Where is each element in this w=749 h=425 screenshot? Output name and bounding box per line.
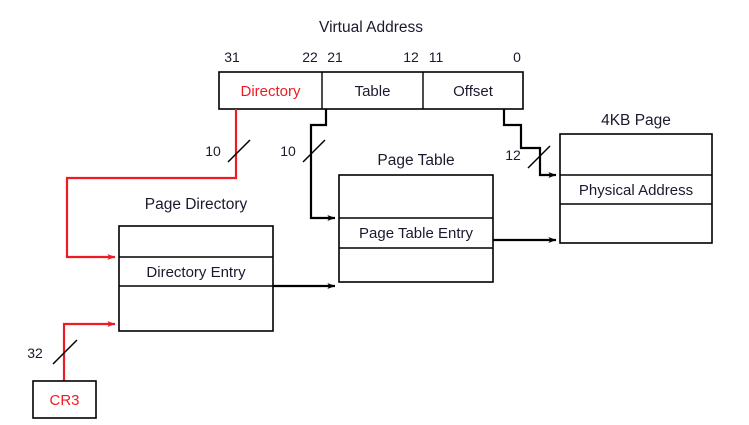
va-field-directory-label: Directory [240, 83, 301, 100]
virtual-address-outline [218, 71, 524, 110]
page-frame-box: Physical Address [559, 133, 713, 244]
bit-label-11: 11 [429, 49, 444, 65]
page-table-outline [338, 174, 494, 283]
bus-width-label-directory: 10 [205, 143, 221, 159]
bit-label-22: 22 [302, 49, 318, 65]
bus-width-label-cr3: 32 [27, 345, 43, 361]
page-table-entry-label: Page Table Entry [359, 225, 473, 242]
va-field-table-label: Table [355, 83, 391, 100]
cr3-register-box: CR3 [32, 380, 97, 419]
page-directory-outline [118, 225, 274, 332]
virtual-address-box: Directory Table Offset [218, 71, 524, 110]
page-directory-box: Directory Entry [118, 225, 274, 332]
bus-width-label-table: 10 [280, 143, 296, 159]
cr3-outline [32, 380, 97, 419]
page-frame-outline [559, 133, 713, 244]
va-field-offset-label: Offset [453, 83, 494, 100]
page-frame-title: 4KB Page [601, 112, 671, 129]
virtual-address-title: Virtual Address [319, 19, 423, 36]
wire-offset-to-page-frame [502, 109, 557, 178]
wire-cr3-to-page-directory [62, 321, 116, 381]
bus-width-tick-table [302, 139, 326, 163]
page-directory-title: Page Directory [145, 196, 248, 213]
bit-label-0: 0 [513, 49, 521, 65]
wire-table-to-page-table [309, 109, 336, 221]
page-table-title: Page Table [377, 152, 454, 169]
physical-address-label: Physical Address [579, 182, 693, 199]
bus-width-tick-cr3 [52, 339, 78, 365]
bus-width-tick-directory [227, 139, 251, 163]
page-directory-entry-label: Directory Entry [146, 264, 246, 281]
page-table-box: Page Table Entry [338, 174, 494, 283]
bit-label-12: 12 [403, 49, 419, 65]
bus-width-tick-offset [527, 145, 551, 169]
bit-label-31: 31 [224, 49, 240, 65]
cr3-label: CR3 [49, 392, 79, 409]
bit-label-21: 21 [327, 49, 343, 65]
bus-width-label-offset: 12 [505, 147, 521, 163]
